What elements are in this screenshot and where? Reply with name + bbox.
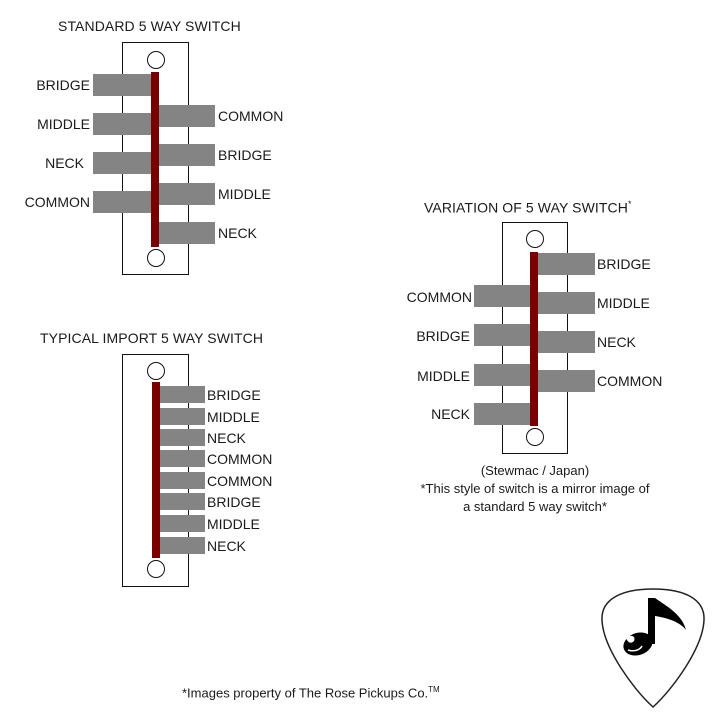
variation-left-tab-1 — [474, 285, 530, 307]
import-tab-2 — [160, 408, 205, 425]
standard-left-label: COMMON — [24, 194, 90, 210]
standard-right-tab-3 — [159, 183, 215, 205]
variation-top-mount-hole — [526, 230, 544, 248]
import-tab-1 — [160, 386, 205, 403]
variation-left-tab-2 — [474, 324, 530, 346]
import-label: NECK — [207, 538, 246, 554]
variation-note-line: a standard 5 way switch* — [463, 499, 607, 514]
variation-right-label: BRIDGE — [597, 256, 651, 272]
import-tab-4 — [160, 450, 205, 467]
import-label: NECK — [207, 430, 246, 446]
import-label: COMMON — [207, 451, 273, 467]
variation-title-asterisk: * — [627, 199, 632, 209]
standard-left-tab-3 — [93, 152, 151, 174]
import-tab-6 — [160, 493, 205, 510]
import-switch-rail — [152, 382, 160, 558]
import-tab-3 — [160, 429, 205, 446]
variation-bottom-mount-hole — [526, 428, 544, 446]
copyright-footer: *Images property of The Rose Pickups Co.… — [182, 685, 440, 700]
trademark-mark: TM — [428, 685, 440, 694]
standard-right-label: COMMON — [218, 108, 284, 124]
variation-left-tab-3 — [474, 364, 530, 386]
import-tab-8 — [160, 537, 205, 554]
standard-left-tab-4 — [93, 191, 151, 213]
import-label: MIDDLE — [207, 409, 260, 425]
standard-left-tab-1 — [93, 74, 151, 96]
variation-right-label: COMMON — [597, 373, 663, 389]
standard-switch-title: STANDARD 5 WAY SWITCH — [58, 18, 241, 34]
guitar-pick-music-note-icon — [598, 586, 708, 710]
import-tab-7 — [160, 515, 205, 532]
import-bottom-mount-hole — [147, 560, 165, 578]
standard-top-mount-hole — [147, 51, 165, 69]
variation-right-tab-1 — [538, 253, 595, 275]
variation-right-label: MIDDLE — [597, 295, 650, 311]
variation-right-label: NECK — [597, 334, 636, 350]
standard-left-tab-2 — [93, 113, 151, 135]
variation-left-label: COMMON — [406, 289, 472, 305]
variation-switch-title: VARIATION OF 5 WAY SWITCH* — [424, 199, 632, 216]
standard-right-label: BRIDGE — [218, 147, 272, 163]
standard-right-tab-4 — [159, 222, 215, 244]
import-tab-5 — [160, 472, 205, 489]
variation-note-line: (Stewmac / Japan) — [480, 463, 590, 478]
variation-note-line: *This style of switch is a mirror image … — [420, 481, 650, 496]
import-label: BRIDGE — [207, 387, 261, 403]
copyright-text: *Images property of The Rose Pickups Co. — [182, 685, 429, 701]
standard-right-label: NECK — [218, 225, 257, 241]
standard-right-tab-2 — [159, 144, 215, 166]
import-label: BRIDGE — [207, 494, 261, 510]
variation-right-tab-3 — [538, 331, 595, 353]
standard-right-tab-1 — [159, 105, 215, 127]
variation-switch-rail — [530, 252, 538, 426]
variation-right-tab-2 — [538, 292, 595, 314]
standard-left-label: MIDDLE — [37, 116, 90, 132]
import-label: COMMON — [207, 473, 273, 489]
standard-switch-rail — [151, 72, 159, 247]
standard-bottom-mount-hole — [147, 249, 165, 267]
standard-left-label: BRIDGE — [36, 77, 90, 93]
variation-right-tab-4 — [538, 370, 595, 392]
variation-left-label: NECK — [431, 406, 470, 422]
standard-left-label: NECK — [45, 155, 84, 171]
variation-title-text: VARIATION OF 5 WAY SWITCH — [424, 199, 628, 216]
variation-left-label: BRIDGE — [416, 328, 470, 344]
variation-left-label: MIDDLE — [417, 368, 470, 384]
import-label: MIDDLE — [207, 516, 260, 532]
guitar-pick-logo — [601, 588, 705, 709]
variation-left-tab-4 — [474, 403, 530, 425]
standard-right-label: MIDDLE — [218, 186, 271, 202]
import-top-mount-hole — [147, 362, 165, 380]
import-switch-title: TYPICAL IMPORT 5 WAY SWITCH — [40, 330, 264, 346]
variation-note: (Stewmac / Japan) *This style of switch … — [390, 462, 680, 516]
